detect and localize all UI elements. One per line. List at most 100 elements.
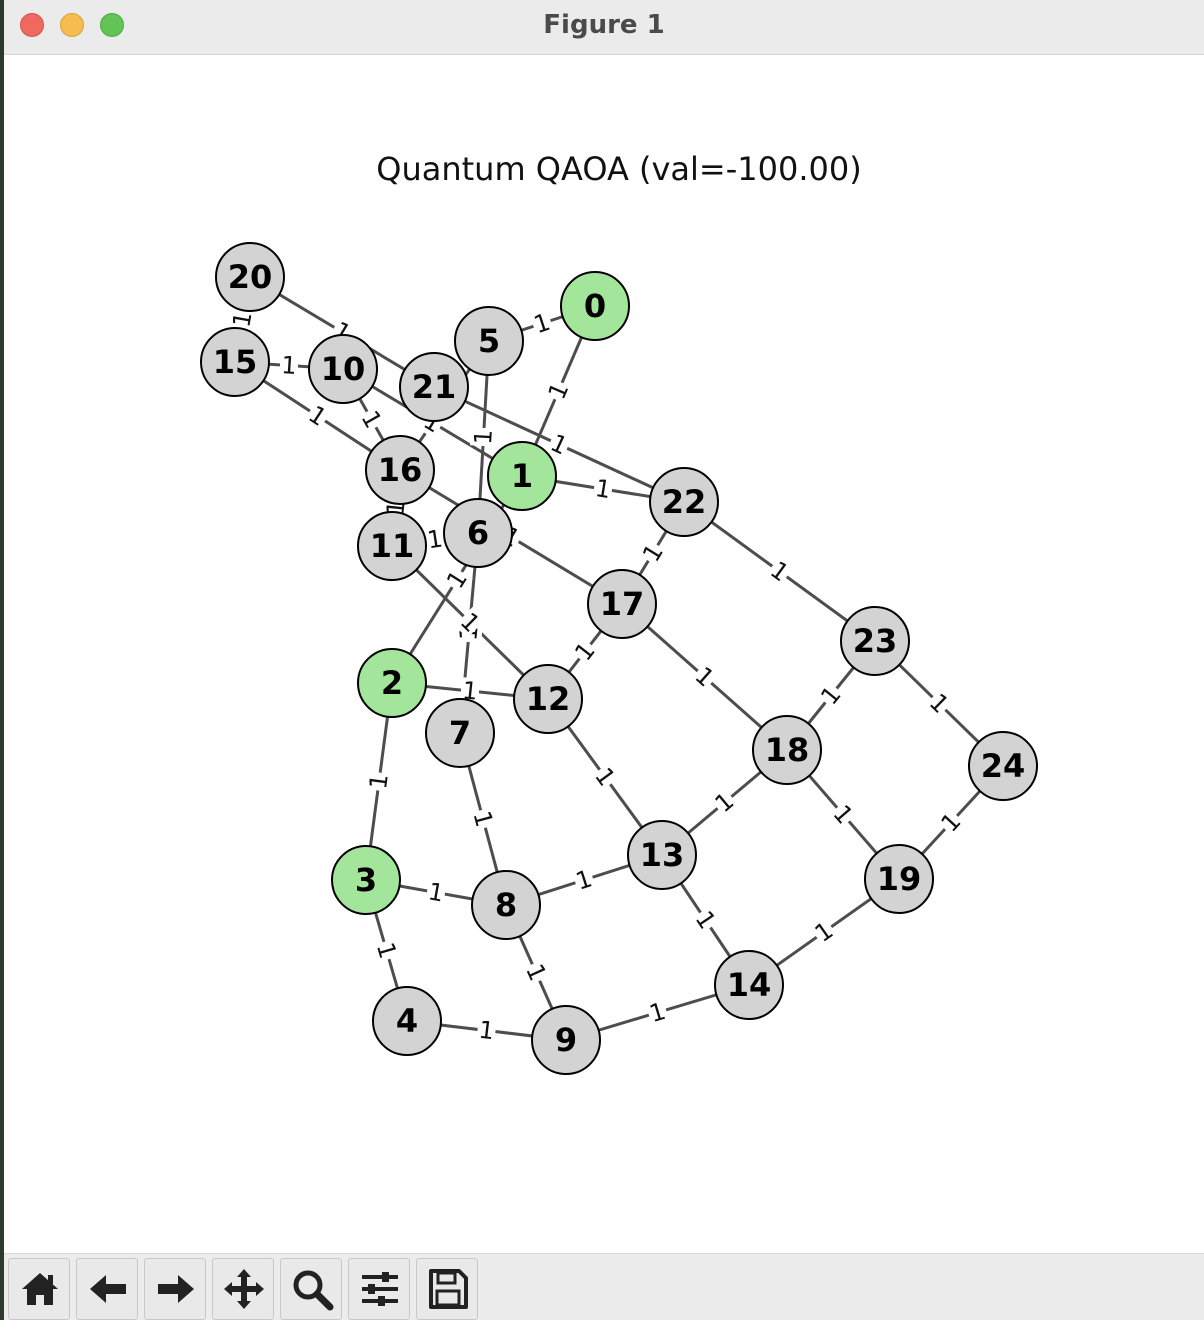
edge-label-background bbox=[468, 806, 498, 832]
graph-node-21: 21 bbox=[399, 352, 469, 422]
edge-label-background bbox=[545, 428, 573, 461]
graph-node-9: 9 bbox=[531, 1005, 601, 1075]
edge-label-background bbox=[645, 997, 670, 1028]
floppy-disk-icon bbox=[429, 1269, 468, 1309]
window-title: Figure 1 bbox=[543, 10, 665, 40]
node-circle bbox=[968, 731, 1038, 801]
graph-node-14: 14 bbox=[714, 950, 784, 1020]
edge-label-background bbox=[689, 661, 720, 693]
graph-node-16: 16 bbox=[365, 435, 435, 505]
configure-subplots-button[interactable] bbox=[348, 1258, 410, 1320]
edge-weight-label: 1 bbox=[227, 310, 257, 330]
edge-weight-label: 1 bbox=[646, 997, 669, 1028]
edge-label-background bbox=[476, 1016, 497, 1045]
edge-labels-layer: 111111111111111111111111111111111111111 bbox=[227, 308, 967, 1045]
home-icon bbox=[22, 1273, 58, 1305]
edge-weight-label: 1 bbox=[364, 772, 394, 791]
back-button[interactable] bbox=[76, 1258, 138, 1320]
node-label: 15 bbox=[213, 343, 258, 381]
edge-label-background bbox=[279, 351, 299, 380]
graph-node-24: 24 bbox=[968, 731, 1038, 801]
magnifier-icon bbox=[293, 1270, 334, 1311]
node-label: 0 bbox=[584, 287, 606, 325]
navigation-toolbar bbox=[4, 1253, 1204, 1320]
edge-label-background bbox=[637, 538, 669, 568]
node-label: 1 bbox=[511, 457, 533, 495]
node-label: 14 bbox=[727, 966, 772, 1004]
plot-title: Quantum QAOA (val=-100.00) bbox=[376, 150, 861, 188]
graph-node-0: 0 bbox=[560, 271, 630, 341]
graph-node-12: 12 bbox=[513, 664, 583, 734]
edge-weight-label: 1 bbox=[593, 474, 613, 504]
edge-label-background bbox=[424, 525, 446, 554]
graph-node-5: 5 bbox=[454, 306, 524, 376]
node-circle bbox=[365, 435, 435, 505]
graph-node-10: 10 bbox=[308, 334, 378, 404]
graph-node-8: 8 bbox=[471, 870, 541, 940]
node-circle bbox=[714, 950, 784, 1020]
arrow-left-icon bbox=[90, 1275, 126, 1303]
edge-weight-label: 1 bbox=[280, 351, 297, 380]
edge-label-background bbox=[689, 905, 722, 935]
node-circle bbox=[331, 845, 401, 915]
node-label: 16 bbox=[378, 451, 423, 489]
edge-label-background bbox=[592, 474, 614, 504]
edge-label-background bbox=[764, 555, 795, 588]
node-circle bbox=[513, 664, 583, 734]
node-label: 4 bbox=[396, 1002, 418, 1040]
node-circle bbox=[357, 648, 427, 718]
edge-label-background bbox=[364, 770, 394, 793]
edge-label-background bbox=[454, 606, 486, 639]
home-button[interactable] bbox=[8, 1258, 70, 1320]
graph-node-23: 23 bbox=[840, 606, 910, 676]
edge-weight-label: 1 bbox=[469, 429, 498, 446]
node-circle bbox=[372, 986, 442, 1056]
edge-label-background bbox=[809, 916, 839, 948]
node-circle bbox=[443, 498, 513, 568]
edge-label-background bbox=[424, 878, 448, 907]
node-circle bbox=[627, 820, 697, 890]
graph-node-1: 1 bbox=[487, 441, 557, 511]
edge-label-background bbox=[709, 786, 740, 819]
edge-label-background bbox=[569, 636, 601, 667]
node-label: 20 bbox=[228, 258, 273, 296]
graph-node-7: 7 bbox=[425, 698, 495, 768]
node-label: 5 bbox=[478, 322, 500, 360]
minimize-window-button[interactable] bbox=[60, 13, 84, 37]
forward-button[interactable] bbox=[144, 1258, 206, 1320]
edge-label-background bbox=[470, 427, 497, 447]
node-label: 7 bbox=[449, 714, 471, 752]
node-circle bbox=[752, 715, 822, 785]
edge-weight-label: 1 bbox=[468, 808, 499, 830]
node-circle bbox=[357, 511, 427, 581]
edge-label-background bbox=[571, 864, 597, 896]
node-label: 3 bbox=[355, 861, 377, 899]
node-circle bbox=[308, 334, 378, 404]
title-bar[interactable]: Figure 1 bbox=[4, 0, 1204, 55]
edge-weight-label: 1 bbox=[425, 525, 444, 555]
close-window-button[interactable] bbox=[20, 13, 44, 37]
zoom-button[interactable] bbox=[280, 1258, 342, 1320]
node-label: 13 bbox=[640, 836, 685, 874]
edge-label-background bbox=[827, 799, 859, 830]
node-label: 12 bbox=[526, 680, 571, 718]
node-circle bbox=[454, 306, 524, 376]
graph-node-17: 17 bbox=[587, 569, 657, 639]
save-button[interactable] bbox=[416, 1258, 478, 1320]
node-circle bbox=[840, 606, 910, 676]
graph-node-20: 20 bbox=[215, 242, 285, 312]
edge-label-background bbox=[543, 377, 574, 405]
sliders-icon bbox=[362, 1272, 398, 1306]
node-circle bbox=[425, 698, 495, 768]
node-circle bbox=[215, 242, 285, 312]
node-label: 2 bbox=[381, 664, 403, 702]
maximize-window-button[interactable] bbox=[100, 13, 124, 37]
node-label: 8 bbox=[495, 886, 517, 924]
edge-weight-label: 1 bbox=[371, 939, 402, 961]
graph-node-2: 2 bbox=[357, 648, 427, 718]
graph-node-22: 22 bbox=[649, 467, 719, 537]
edge-label-background bbox=[520, 958, 552, 987]
node-circle bbox=[864, 844, 934, 914]
pan-button[interactable] bbox=[212, 1258, 274, 1320]
